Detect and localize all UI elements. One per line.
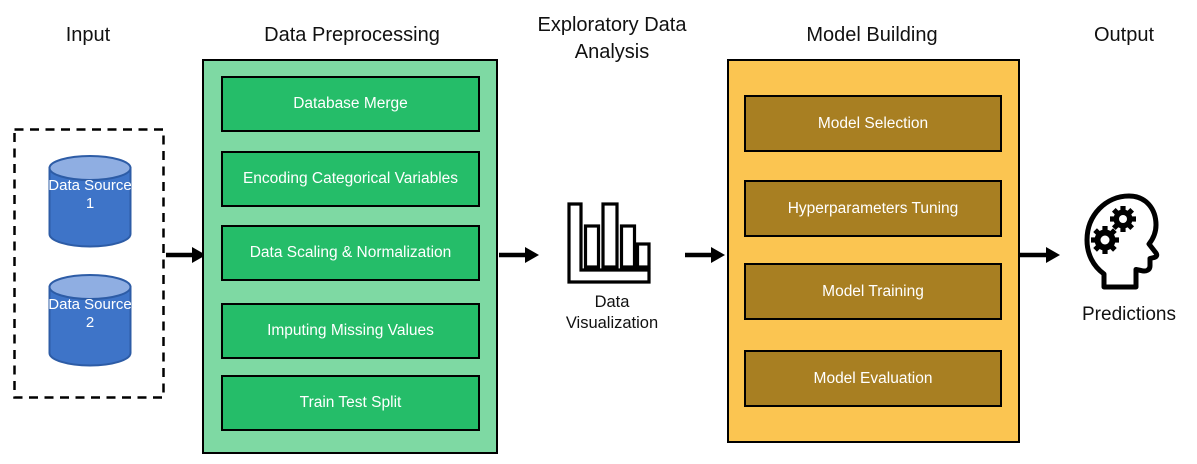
arrow-right-icon: [499, 247, 539, 263]
preprocessing-step: Data Scaling & Normalization: [221, 225, 480, 281]
head-gears-icon: [1084, 193, 1160, 290]
preprocessing-step: Train Test Split: [221, 375, 480, 431]
data-source-label: Data Source 2: [48, 296, 132, 331]
input-sources-group: [13, 128, 165, 399]
section-title-eda: Exploratory Data Analysis: [537, 14, 687, 63]
model-building-step: Hyperparameters Tuning: [744, 180, 1002, 237]
model-building-step: Model Training: [744, 263, 1002, 320]
preprocessing-step: Database Merge: [221, 76, 480, 132]
dashed-border: [13, 128, 165, 399]
preprocessing-container: Database Merge Encoding Categorical Vari…: [202, 59, 498, 454]
data-source-label: Data Source 1: [48, 177, 132, 212]
bar-chart-icon: [567, 202, 651, 284]
preprocessing-step: Imputing Missing Values: [221, 303, 480, 359]
model-building-step: Model Selection: [744, 95, 1002, 152]
arrow-right-icon: [685, 247, 725, 263]
database-cylinder-icon: [48, 155, 132, 248]
model-building-step: Model Evaluation: [744, 350, 1002, 407]
arrow-right-icon: [1020, 247, 1060, 263]
data-source-1: Data Source 1: [48, 155, 132, 249]
eda-caption: Data Visualization: [565, 293, 659, 332]
output-caption: Predictions: [1082, 304, 1176, 325]
arrow-right-icon: [166, 247, 206, 263]
gear-icon: [1091, 226, 1119, 254]
database-cylinder-icon: [48, 274, 132, 367]
model-building-container: Model Selection Hyperparameters Tuning M…: [727, 59, 1020, 443]
gear-icon: [1110, 206, 1136, 232]
section-title-model-building: Model Building: [806, 24, 938, 46]
section-title-output: Output: [1093, 24, 1155, 46]
section-title-preprocessing: Data Preprocessing: [264, 24, 440, 46]
section-title-input: Input: [65, 24, 111, 46]
preprocessing-step: Encoding Categorical Variables: [221, 151, 480, 207]
data-source-2: Data Source 2: [48, 274, 132, 368]
